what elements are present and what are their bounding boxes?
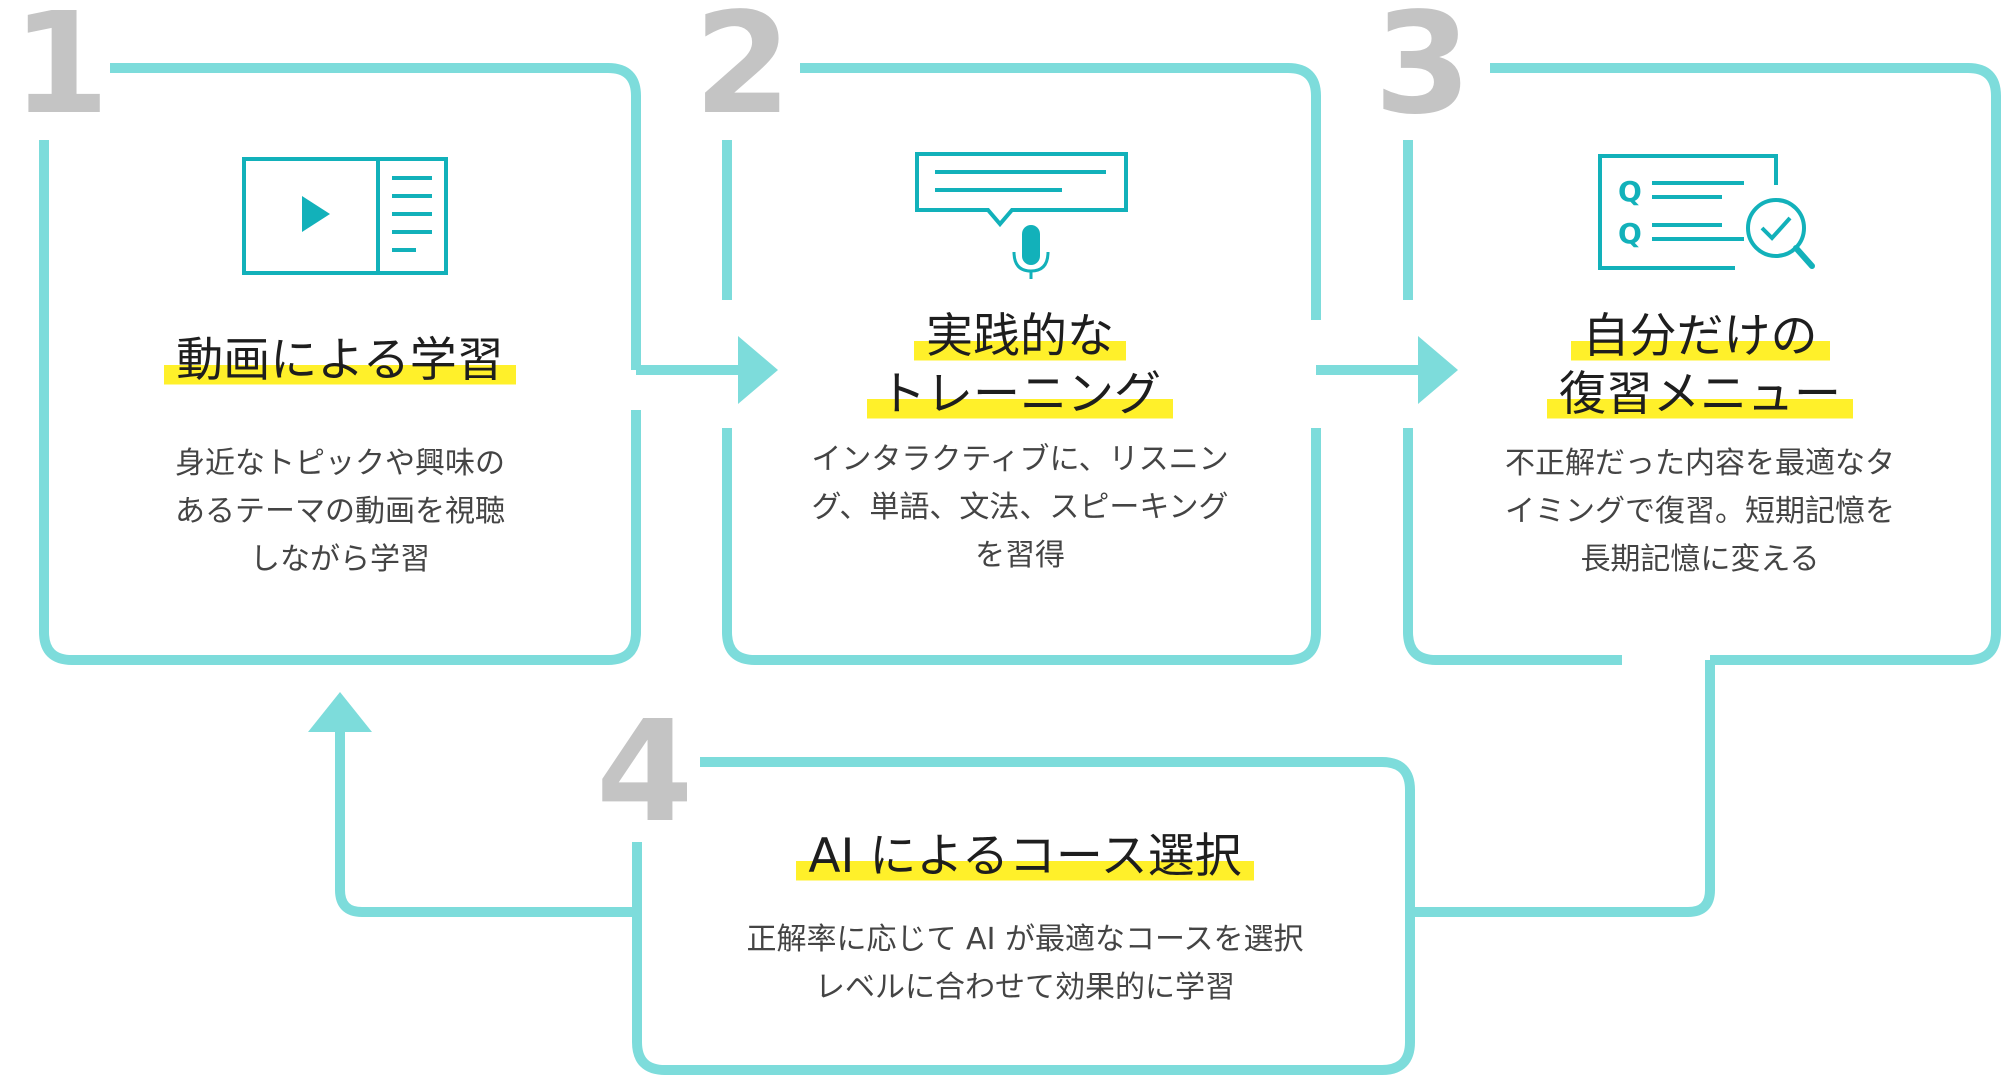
video-lesson-icon bbox=[242, 157, 448, 275]
step-1-title: 動画による学習 bbox=[100, 332, 580, 390]
step-2-title-line-1: 実践的な bbox=[914, 309, 1126, 364]
step-3-description: 不正解だった内容を最適なタ イミングで復習。短期記憶を 長期記憶に変える bbox=[1505, 446, 1895, 577]
arrow-to-step-3 bbox=[1418, 336, 1458, 404]
speech-microphone-icon bbox=[915, 152, 1128, 279]
step-1-description: 身近なトピックや興味の あるテーマの動画を視聴 しながら学習 bbox=[175, 446, 505, 577]
connector-4-to-1 bbox=[335, 728, 637, 917]
connector-3-to-4 bbox=[1410, 660, 1715, 917]
quiz-review-icon: Q Q bbox=[1598, 154, 1815, 270]
step-4-description: 正解率に応じて AI が最適なコースを選択 レベルに合わせて効果的に学習 bbox=[746, 922, 1304, 1005]
step-4-frame bbox=[632, 757, 1415, 1075]
step-1-frame bbox=[39, 63, 641, 665]
step-4-number: 4 bbox=[596, 691, 693, 854]
step-4-title: AI によるコース選択 bbox=[700, 828, 1350, 886]
arrow-to-step-2 bbox=[738, 336, 778, 404]
step-4-title-line: AI によるコース選択 bbox=[796, 829, 1254, 884]
svg-text:Q: Q bbox=[1618, 175, 1642, 208]
arrow-to-step-1 bbox=[308, 692, 372, 732]
step-2-number: 2 bbox=[694, 0, 791, 146]
svg-text:Q: Q bbox=[1618, 217, 1642, 250]
step-1-title-line: 動画による学習 bbox=[164, 333, 516, 388]
step-3-frame bbox=[1403, 63, 2001, 665]
step-2-description: インタラクティブに、リスニン グ、単語、文法、スピーキング を習得 bbox=[811, 442, 1229, 573]
step-1-number: 1 bbox=[12, 0, 109, 146]
step-2-title: 実践的な トレーニング bbox=[780, 308, 1260, 424]
step-2-frame bbox=[722, 63, 1321, 665]
step-3-title: 自分だけの 復習メニュー bbox=[1460, 308, 1940, 424]
step-3-title-line-2: 復習メニュー bbox=[1547, 367, 1853, 422]
step-3-title-line-1: 自分だけの bbox=[1570, 309, 1830, 364]
step-2-title-line-2: トレーニング bbox=[867, 367, 1173, 422]
step-3-number: 3 bbox=[1374, 0, 1471, 146]
